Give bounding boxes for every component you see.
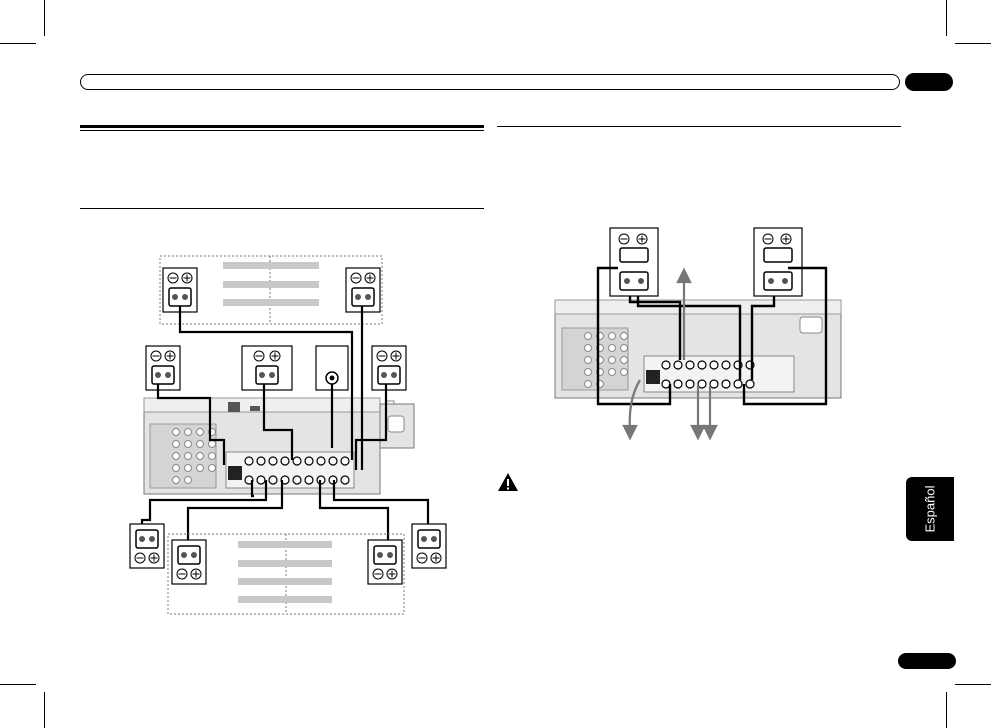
warning-triangle-icon: [498, 473, 518, 491]
language-tab: Español: [906, 477, 954, 541]
section-rule-left-top-thin: [80, 130, 484, 131]
section-rule-left-top: [80, 125, 484, 128]
subsection-rule-left: [80, 208, 484, 209]
page-number-tab: [898, 653, 956, 669]
language-tab-label: Español: [922, 485, 938, 533]
section-rule-right-top: [497, 126, 901, 127]
chapter-number-tab: [905, 73, 953, 91]
page-header-bar: [80, 74, 900, 90]
